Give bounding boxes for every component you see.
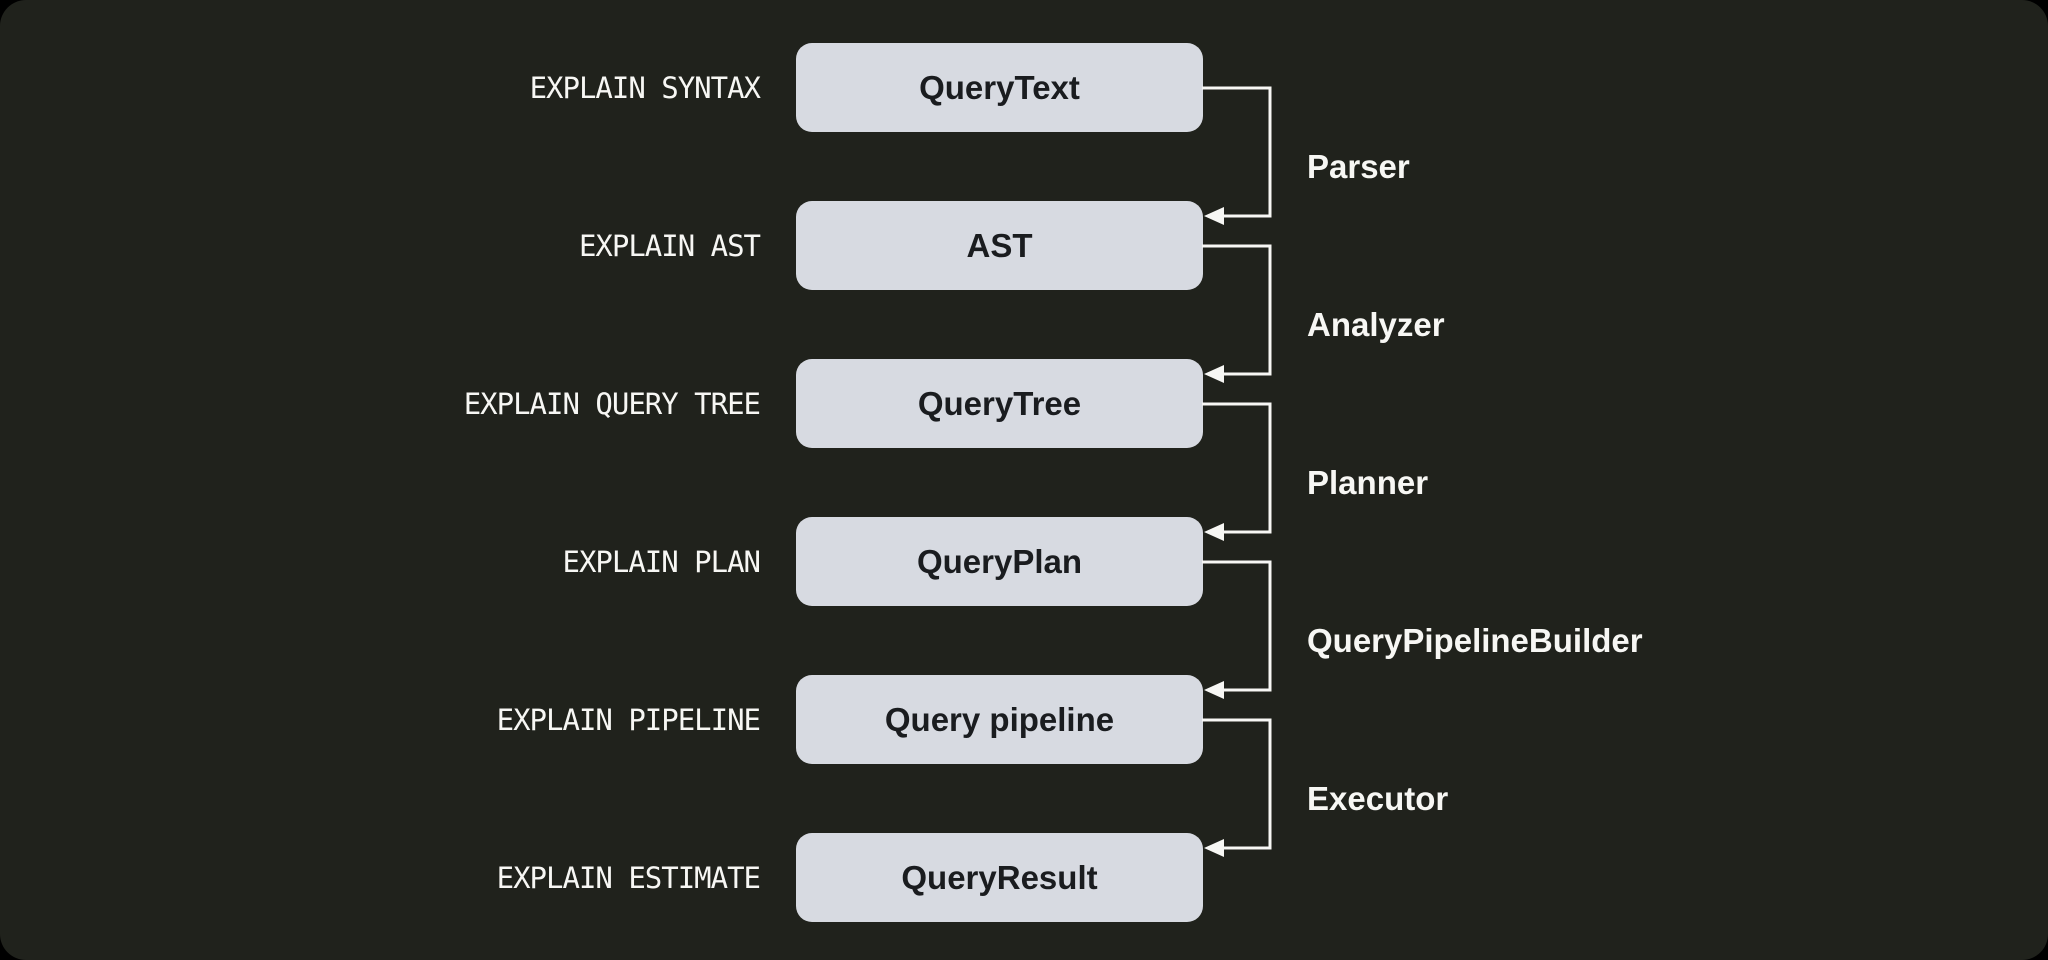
- artifact-node: Query pipeline: [796, 675, 1203, 764]
- stage-label: Analyzer: [1307, 306, 1445, 343]
- stage-label: QueryPipelineBuilder: [1307, 622, 1643, 659]
- explain-command-label: EXPLAIN PIPELINE: [496, 702, 761, 737]
- artifact-node: QueryText: [796, 43, 1203, 132]
- explain-command-label: EXPLAIN AST: [578, 228, 761, 263]
- stage-label: Planner: [1307, 464, 1429, 501]
- artifact-node: AST: [796, 201, 1203, 290]
- explain-command-label: EXPLAIN ESTIMATE: [496, 860, 761, 895]
- artifact-node: QueryTree: [796, 359, 1203, 448]
- artifact-node: QueryResult: [796, 833, 1203, 922]
- artifact-node: QueryPlan: [796, 517, 1203, 606]
- explain-command-label: EXPLAIN QUERY TREE: [463, 386, 761, 421]
- explain-command-label: EXPLAIN PLAN: [562, 544, 761, 579]
- stage-label: Parser: [1307, 148, 1410, 185]
- stage-label: Executor: [1307, 780, 1449, 817]
- explain-command-label: EXPLAIN SYNTAX: [529, 70, 761, 105]
